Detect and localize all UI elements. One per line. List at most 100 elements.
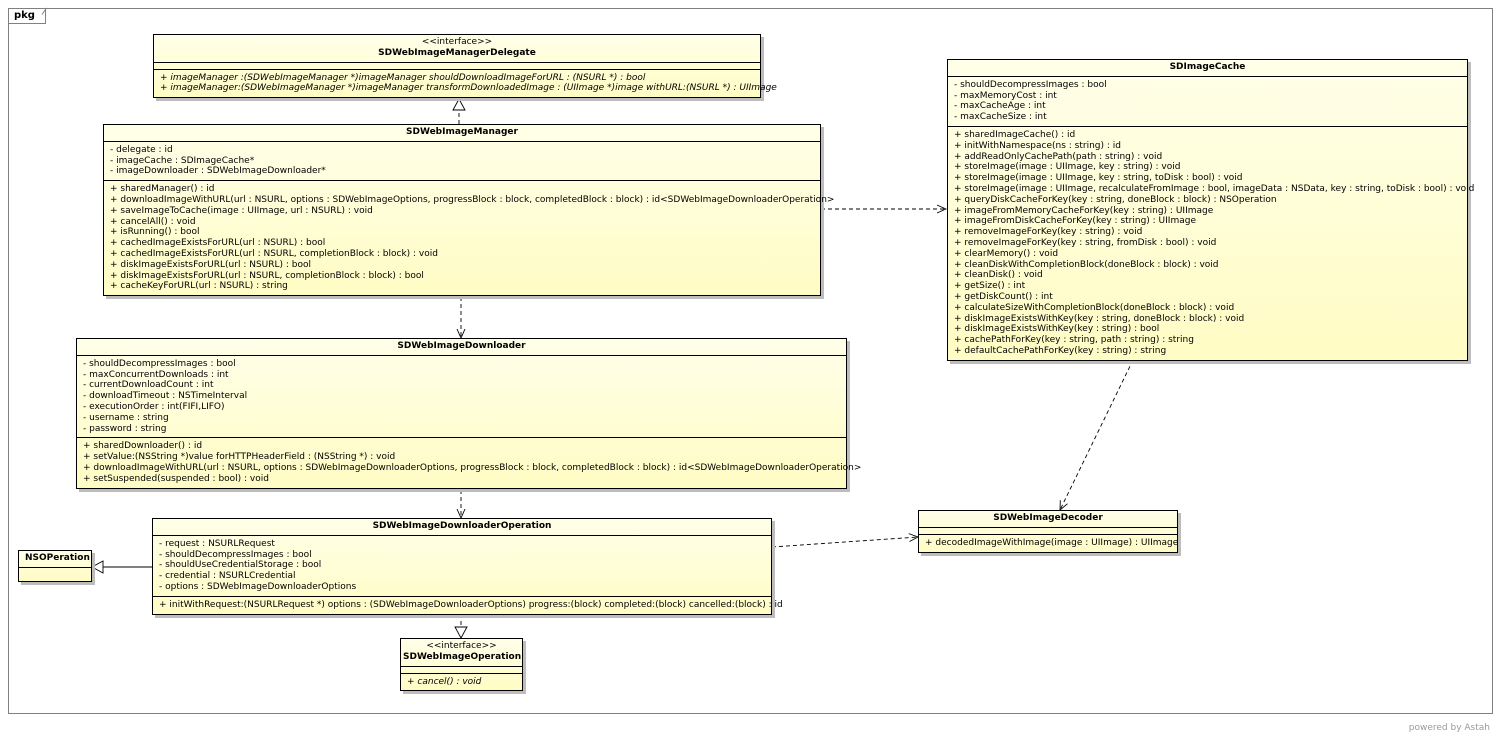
operation: + diskImageExistsWithKey(key : string, d… [954,313,1245,324]
class-sdwebimagedownloader[interactable]: SDWebImageDownloader - shouldDecompressI… [76,338,862,489]
class-sdwebimagedecoder[interactable]: SDWebImageDecoder + decodedImageWithImag… [918,510,1178,553]
operation: + decodedImageWithImage(image : UIImage)… [925,537,1179,548]
operation: + cachedImageExistsForURL(url : NSURL, c… [110,248,438,259]
operation: + diskImageExistsForURL(url : NSURL, com… [110,270,424,281]
attribute: - username : string [83,412,169,423]
stereotype: <<interface>> [421,37,493,47]
attribute: - downloadTimeout : NSTimeInterval [83,391,248,402]
attribute: - shouldDecompressImages : bool [83,358,236,369]
operation: + getSize() : int [954,281,1026,292]
attribute: - maxMemoryCost : int [954,90,1057,101]
operation: + setSuspended(suspended : bool) : void [83,473,269,484]
operation: + queryDiskCacheForKey(key : string, don… [954,194,1277,205]
operation: + defaultCachePathForKey(key : string) :… [954,345,1167,356]
class-name: SDWebImageDecoder [993,513,1103,523]
operation: + saveImageToCache(image : UIImage, url … [110,205,373,216]
operation: + storeImage(image : UIImage, recalculat… [954,183,1475,194]
attributes-section: - request : NSURLRequest- shouldDecompre… [153,536,771,597]
operation: + cancel() : void [407,676,482,687]
class-nsoperation[interactable]: NSOPeration [18,550,92,582]
class-name: NSOPeration [25,553,90,563]
class-sdwebimagemanagerdelegate[interactable]: <<interface>> SDWebImageManagerDelegate … [153,34,777,99]
class-sdwebimageoperation[interactable]: <<interface>> SDWebImageOperation + canc… [400,638,523,692]
class-header: SDWebImageDownloaderOperation [153,519,771,536]
operation: + sharedDownloader() : id [83,441,203,452]
operation: + clearMemory() : void [954,248,1059,259]
operation: + imageManager :(SDWebImageManager *)ima… [160,72,646,83]
operation: + imageFromMemoryCacheForKey(key : strin… [954,205,1214,216]
attributes-section [919,528,1177,535]
footer-credit: powered by Astah [1409,723,1490,733]
class-header: SDWebImageDecoder [919,511,1177,528]
class-sdimagecache[interactable]: SDImageCache - shouldDecompressImages : … [947,59,1475,361]
package-frame [8,8,1493,714]
operation: + diskImageExistsWithKey(key : string) :… [954,324,1160,335]
attribute: - maxCacheAge : int [954,101,1046,112]
attributes-section [401,667,522,674]
operation: + cachedImageExistsForURL(url : NSURL) :… [110,238,326,249]
class-name: SDWebImageManager [406,127,518,137]
attributes-section [19,568,91,573]
operation: + diskImageExistsForURL(url : NSURL) : b… [110,259,312,270]
class-sdwebimagemanager[interactable]: SDWebImageManager - delegate : id- image… [103,124,835,297]
operation: + imageFromDiskCacheForKey(key : string)… [954,216,1196,227]
attribute: - executionOrder : int(FIFI,LIFO) [83,401,225,412]
operation: + initWithNamespace(ns : string) : id [954,140,1121,151]
operation: + addReadOnlyCachePath(path : string) : … [954,151,1163,162]
operation: + cleanDisk() : void [954,270,1043,281]
class-sdwebimagedownloaderoperation[interactable]: SDWebImageDownloaderOperation - request … [152,518,783,615]
attribute: - currentDownloadCount : int [83,380,214,391]
operation: + initWithRequest:(NSURLRequest *) optio… [159,599,783,610]
operations-section: + imageManager :(SDWebImageManager *)ima… [154,70,777,98]
attributes-section [154,63,760,70]
class-name: SDWebImageDownloader [397,341,526,351]
attributes-section: - shouldDecompressImages : bool- maxConc… [77,356,846,439]
operation: + removeImageForKey(key : string, fromDi… [954,237,1217,248]
attribute: - options : SDWebImageDownloaderOptions [159,581,357,592]
attribute: - imageDownloader : SDWebImageDownloader… [110,166,326,177]
class-header: <<interface>> SDWebImageManagerDelegate [154,35,760,63]
class-name: SDWebImageOperation [403,651,522,662]
attribute: - request : NSURLRequest [159,538,275,549]
operation: + downloadImageWithURL(url : NSURL, opti… [110,194,835,205]
operation: + cacheKeyForURL(url : NSURL) : string [110,281,288,292]
class-header: SDWebImageManager [104,125,820,142]
operation: + sharedManager() : id [110,184,215,195]
dep-operation-decoder [771,537,918,548]
operation: + cancelAll() : void [110,216,196,227]
operation: + isRunning() : bool [110,227,200,238]
operation: + storeImage(image : UIImage, key : stri… [954,173,1243,184]
operations-section: + sharedDownloader() : id+ setValue:(NSS… [77,438,862,487]
dep-cache-decoder [1060,359,1134,510]
attribute: - password : string [83,423,167,434]
attribute: - shouldUseCredentialStorage : bool [159,560,322,571]
footer-text: powered by Astah [1408,723,1490,733]
attribute: - delegate : id [110,144,173,155]
operation: + removeImageForKey(key : string) : void [954,227,1143,238]
operation: + cachePathForKey(key : string, path : s… [954,335,1194,346]
operations-section: + cancel() : void [401,674,522,691]
stereotype: <<interface>> [426,641,497,651]
operation: + sharedImageCache() : id [954,129,1076,140]
operation: + cleanDiskWithCompletionBlock(doneBlock… [954,259,1219,270]
operations-section: + sharedImageCache() : id+ initWithNames… [948,127,1475,360]
class-header: NSOPeration [19,551,91,568]
class-header: SDImageCache [948,60,1467,77]
attributes-section: - shouldDecompressImages : bool- maxMemo… [948,77,1467,127]
operations-section: + decodedImageWithImage(image : UIImage)… [919,535,1179,552]
attribute: - maxConcurrentDownloads : int [83,369,229,380]
class-name: SDWebImageManagerDelegate [378,47,536,58]
class-name: SDImageCache [1169,62,1246,72]
package-label: pkg [8,8,46,24]
attribute: - maxCacheSize : int [954,112,1047,123]
operation: + imageManager:(SDWebImageManager *)imag… [160,83,777,94]
operation: + setValue:(NSString *)value forHTTPHead… [83,452,396,463]
operation: + getDiskCount() : int [954,291,1053,302]
operations-section: + initWithRequest:(NSURLRequest *) optio… [153,597,783,614]
operation: + downloadImageWithURL(url : NSURL, opti… [83,462,862,473]
class-header: <<interface>> SDWebImageOperation [401,639,522,667]
class-name: SDWebImageDownloaderOperation [372,521,552,531]
attribute: - shouldDecompressImages : bool [159,549,312,560]
attribute: - imageCache : SDImageCache* [110,155,255,166]
